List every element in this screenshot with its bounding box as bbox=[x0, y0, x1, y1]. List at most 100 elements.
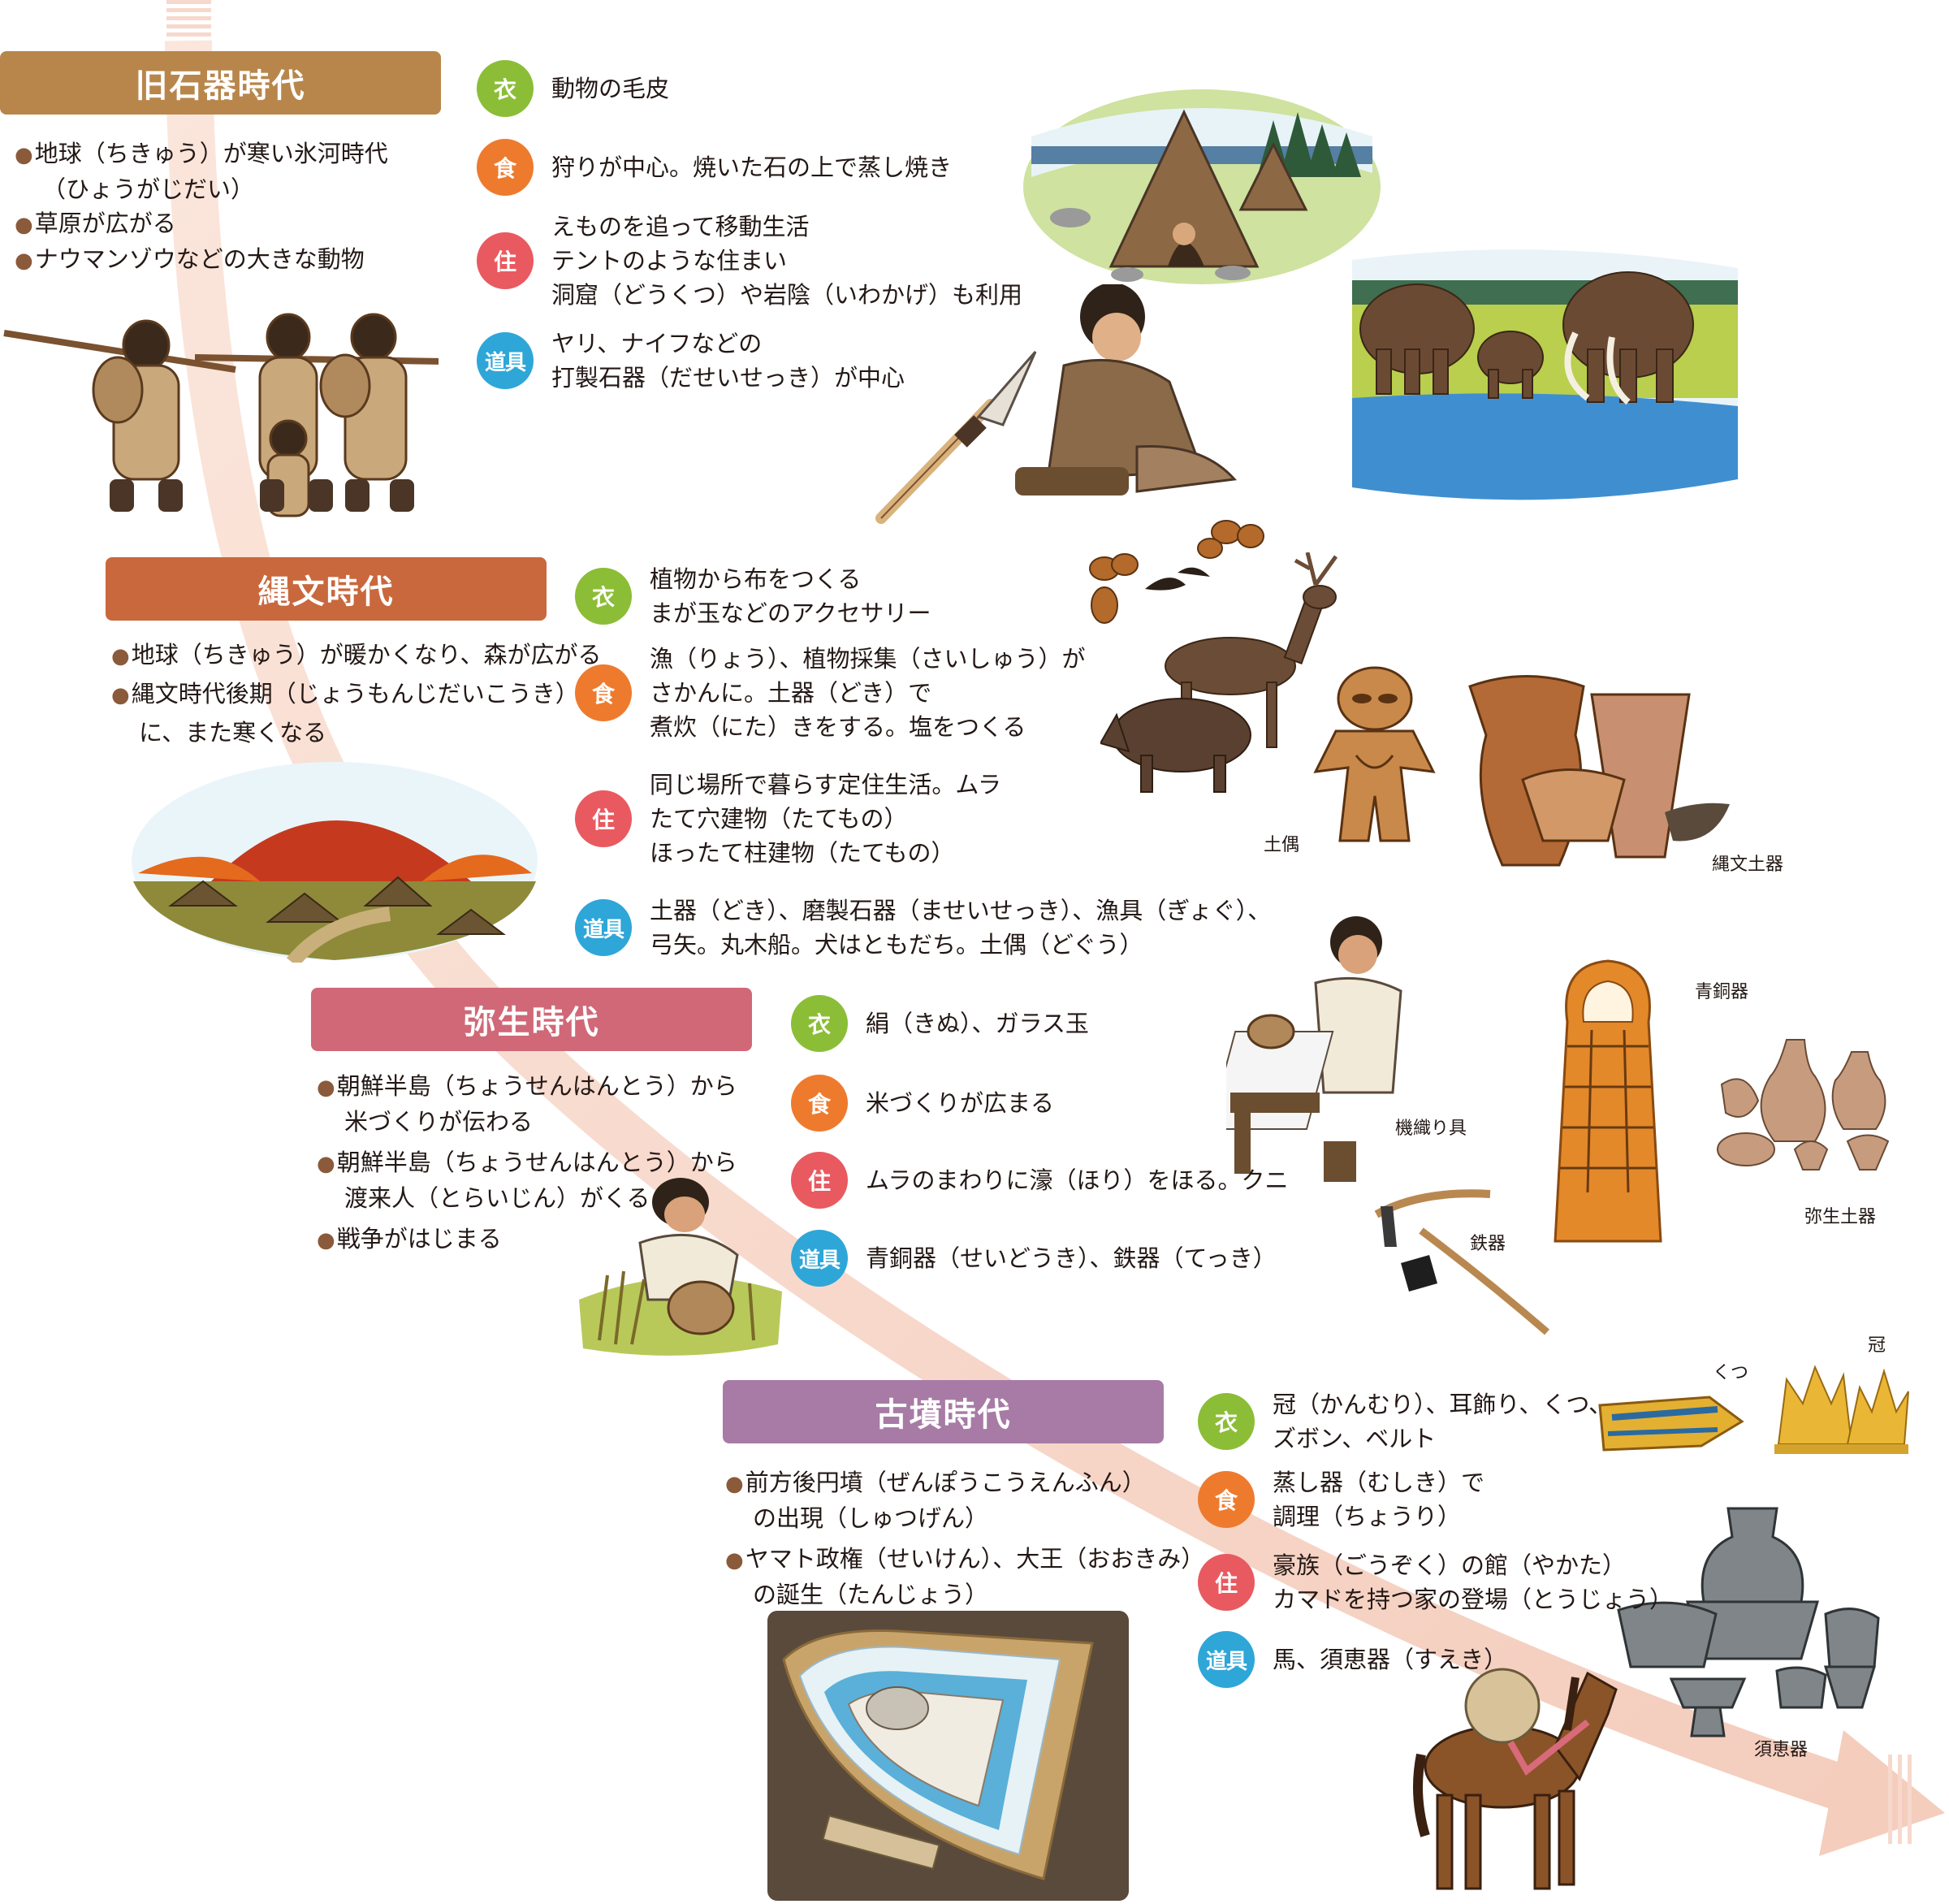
caption-crown: 冠 bbox=[1868, 1335, 1886, 1356]
text-line: 土器（どき）、磨製石器（ませいせっき）、漁具（ぎょぐ）、 bbox=[650, 897, 1272, 924]
era-title: 旧石器時代 bbox=[135, 67, 306, 105]
tools-badge: 道具 bbox=[477, 332, 534, 389]
clothing-badge: 衣 bbox=[575, 568, 632, 625]
food-badge: 食 bbox=[1198, 1471, 1255, 1528]
row-clothing: 衣 植物から布をつくる まが玉などのアクセサリー bbox=[575, 562, 931, 630]
bullet-item-cont: の出現（しゅつげん） bbox=[753, 1504, 989, 1532]
bullet-dot-icon: ● bbox=[317, 1228, 335, 1253]
text-line: ムラのまわりに濠（ほり）をほる。クニ bbox=[866, 1166, 1289, 1194]
era-title: 弥生時代 bbox=[463, 1004, 600, 1041]
bullet-item-cont: （ひょうがじだい） bbox=[42, 175, 255, 203]
jomon-pottery-illustration bbox=[1468, 675, 1730, 867]
text-line: 洞窟（どうくつ）や岩陰（いわかげ）も利用 bbox=[551, 281, 1023, 309]
bullet-dot-icon: ● bbox=[111, 683, 130, 708]
dotaku-bell-illustration bbox=[1554, 959, 1662, 1243]
row-food: 食 蒸し器（むしき）で 調理（ちょうり） bbox=[1198, 1465, 1484, 1534]
housing-badge: 住 bbox=[1198, 1554, 1255, 1611]
caption-dogu: 土偶 bbox=[1264, 835, 1300, 855]
caption-shoes: くつ bbox=[1713, 1363, 1749, 1383]
deer-boar-illustration bbox=[1100, 552, 1338, 793]
housing-badge: 住 bbox=[791, 1152, 848, 1209]
caption-jomon-pottery: 縄文土器 bbox=[1712, 855, 1784, 875]
text-line: テントのような住まい bbox=[551, 247, 788, 275]
row-housing: 住 同じ場所で暮らす定住生活。ムラ たて穴建物（たてもの） ほったて柱建物（たて… bbox=[575, 768, 1001, 870]
bullet-item: ●地球（ちきゅう）が寒い氷河時代 bbox=[15, 140, 388, 167]
clothing-badge: 衣 bbox=[791, 995, 848, 1052]
bullet-item: ●戦争がはじまる bbox=[317, 1225, 502, 1253]
row-food: 食 狩りが中心。焼いた石の上で蒸し焼き bbox=[477, 139, 952, 196]
era-banner-jomon: 縄文時代 bbox=[106, 557, 547, 621]
text-line: 狩りが中心。焼いた石の上で蒸し焼き bbox=[551, 154, 953, 181]
text-line: ヤリ、ナイフなどの bbox=[551, 330, 763, 357]
era-bullets-jomon: ●地球（ちきゅう）が暖かくなり、森が広がる ●縄文時代後期（じょうもんじだいこう… bbox=[111, 638, 602, 750]
stone-tool-maker-illustration bbox=[1015, 284, 1238, 495]
text-line: 蒸し器（むしき）で bbox=[1273, 1469, 1485, 1496]
bullet-dot-icon: ● bbox=[317, 1152, 335, 1176]
shoes-illustration bbox=[1598, 1396, 1744, 1452]
text-line: 豪族（ごうぞく）の館（やかた） bbox=[1273, 1551, 1627, 1579]
caption-bronze: 青銅器 bbox=[1695, 982, 1749, 1002]
era-banner-yayoi: 弥生時代 bbox=[311, 988, 752, 1051]
bullet-dot-icon: ● bbox=[725, 1472, 744, 1496]
housing-badge: 住 bbox=[477, 232, 534, 289]
row-housing: 住 えものを追って移動生活 テントのような住まい 洞窟（どうくつ）や岩陰（いわか… bbox=[477, 210, 1022, 312]
bullet-dot-icon: ● bbox=[15, 143, 33, 167]
yayoi-pottery-illustration bbox=[1717, 1039, 1890, 1171]
era-title: 縄文時代 bbox=[257, 573, 395, 611]
jomon-village-illustration bbox=[132, 762, 538, 963]
food-badge: 食 bbox=[791, 1075, 848, 1132]
text-line: 調理（ちょうり） bbox=[1273, 1503, 1462, 1530]
clothing-badge: 衣 bbox=[1198, 1393, 1255, 1450]
row-tools: 道具 青銅器（せいどうき）、鉄器（てっき） bbox=[791, 1230, 1277, 1287]
bullet-item-cont: の誕生（たんじょう） bbox=[753, 1581, 989, 1608]
text-line: 植物から布をつくる bbox=[650, 565, 862, 593]
text-line: 同じ場所で暮らす定住生活。ムラ bbox=[650, 771, 1001, 798]
acorns-illustration bbox=[1089, 520, 1264, 624]
bullet-dot-icon: ● bbox=[15, 249, 33, 273]
row-tools: 道具 土器（どき）、磨製石器（ませいせっき）、漁具（ぎょぐ）、 弓矢。丸木船。犬… bbox=[575, 894, 1271, 962]
tools-badge: 道具 bbox=[791, 1230, 848, 1287]
era-bullets-kofun: ●前方後円墳（ぜんぽうこうえんふん） の出現（しゅつげん） ●ヤマト政権（せいけ… bbox=[725, 1465, 1204, 1612]
arrow-head bbox=[1819, 1730, 1945, 1856]
caption-sueki: 須恵器 bbox=[1754, 1740, 1809, 1760]
tools-badge: 道具 bbox=[1198, 1631, 1255, 1688]
bullet-item-cont: に、また寒くなる bbox=[139, 719, 327, 746]
caption-yayoi-pottery: 弥生土器 bbox=[1804, 1207, 1877, 1227]
bullet-item: ●地球（ちきゅう）が暖かくなり、森が広がる bbox=[111, 641, 602, 669]
bullet-dot-icon: ● bbox=[725, 1548, 744, 1573]
bullet-item: ●草原が広がる bbox=[15, 210, 176, 237]
era-banner-paleolithic: 旧石器時代 bbox=[0, 51, 441, 115]
row-clothing: 衣 冠（かんむり）、耳飾り、くつ、 ズボン、ベルト bbox=[1198, 1387, 1612, 1456]
bullet-item: ●縄文時代後期（じょうもんじだいこうき） bbox=[111, 680, 579, 708]
food-badge: 食 bbox=[575, 664, 632, 721]
row-housing: 住 豪族（ごうぞく）の館（やかた） カマドを持つ家の登場（とうじょう） bbox=[1198, 1548, 1673, 1616]
bullet-item-cont: 渡来人（とらいじん）がくる bbox=[344, 1184, 650, 1212]
bullet-item: ●ヤマト政権（せいけん）、大王（おおきみ） bbox=[725, 1545, 1205, 1573]
arrow-end-stripes bbox=[1888, 1755, 1912, 1844]
text-line: 打製石器（だせいせっき）が中心 bbox=[551, 364, 905, 392]
spear-illustration bbox=[875, 351, 1037, 524]
food-badge: 食 bbox=[477, 139, 534, 196]
text-line: 米づくりが広まる bbox=[866, 1089, 1055, 1117]
row-tools: 道具 馬、須恵器（すえき） bbox=[1198, 1631, 1507, 1688]
hunters-illustration bbox=[3, 313, 439, 517]
camp-scene-illustration bbox=[1023, 89, 1381, 284]
naumann-elephants-illustration bbox=[1352, 249, 1738, 500]
era-bullets-yayoi: ●朝鮮半島（ちょうせんはんとう）から 米づくりが伝わる ●朝鮮半島（ちょうせんは… bbox=[317, 1069, 737, 1257]
era-title: 古墳時代 bbox=[875, 1396, 1012, 1434]
text-line: 動物の毛皮 bbox=[551, 75, 670, 102]
caption-loom: 機織り具 bbox=[1395, 1119, 1467, 1139]
caption-iron: 鉄器 bbox=[1470, 1234, 1506, 1254]
text-line: 絹（きぬ）、ガラス玉 bbox=[866, 1010, 1089, 1037]
row-clothing: 衣 動物の毛皮 bbox=[477, 60, 669, 117]
housing-badge: 住 bbox=[575, 790, 632, 847]
era-bullets-paleolithic: ●地球（ちきゅう）が寒い氷河時代 （ひょうがじだい） ●草原が広がる ●ナウマン… bbox=[15, 136, 388, 278]
bullet-dot-icon: ● bbox=[111, 644, 130, 669]
text-line: カマドを持つ家の登場（とうじょう） bbox=[1273, 1586, 1674, 1613]
kofun-mound-illustration bbox=[767, 1611, 1129, 1901]
dogu-figurine-illustration bbox=[1313, 666, 1436, 842]
arrow-top-stripes bbox=[166, 0, 211, 37]
iron-tools-illustration bbox=[1374, 1189, 1549, 1335]
text-line: えものを追って移動生活 bbox=[551, 213, 810, 240]
text-line: 弓矢。丸木船。犬はともだち。土偶（どぐう） bbox=[650, 931, 1143, 958]
